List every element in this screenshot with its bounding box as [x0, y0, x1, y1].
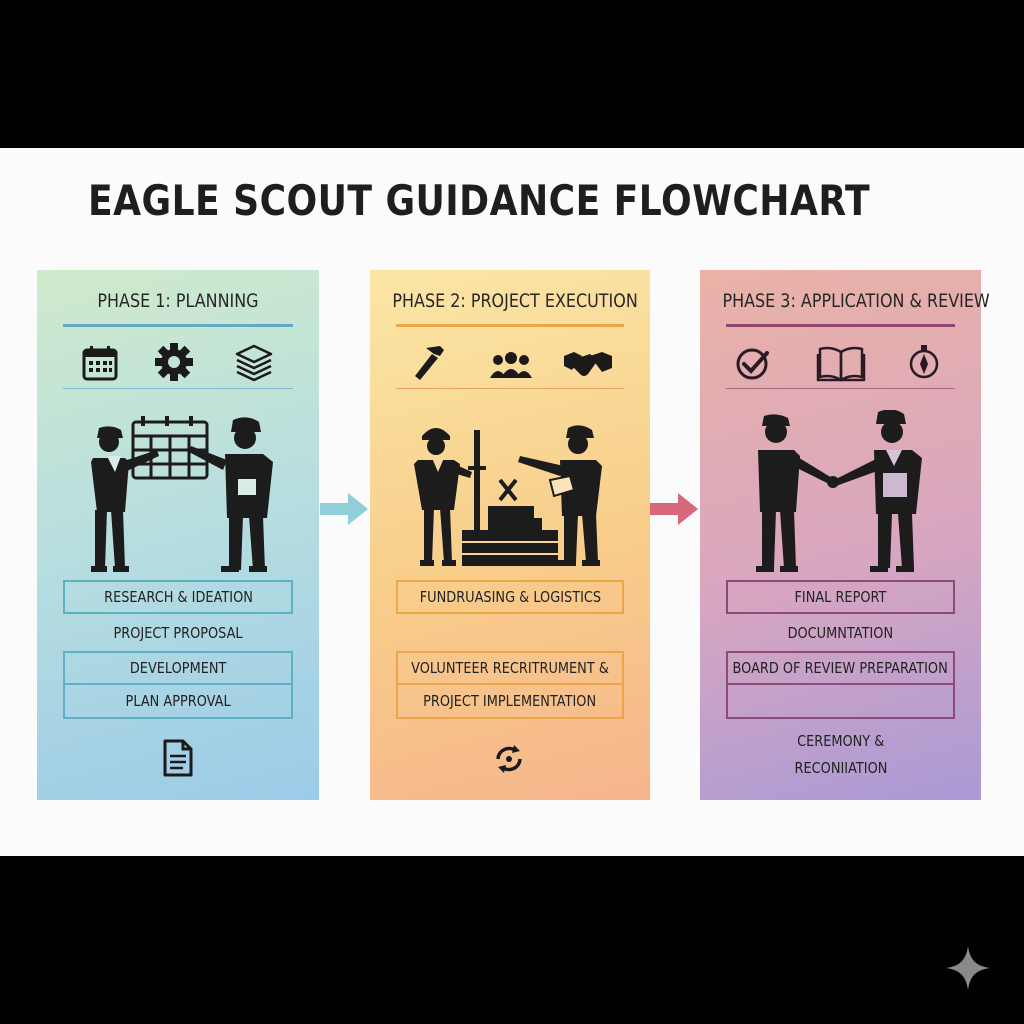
phase-2-icon-divider	[396, 388, 624, 389]
step-development: DEVELOPMENT	[63, 651, 293, 685]
document-icon	[163, 739, 193, 777]
step-empty-box	[726, 685, 955, 719]
step-label: DEVELOPMENT	[129, 659, 227, 677]
phase-3-panel: PHASE 3: APPLICATION & REVIEW	[700, 270, 990, 800]
step-volunteer-recruitment: VOLUNTEER RECRITRUMENT &	[396, 651, 624, 685]
step-fundraising-logistics: FUNDRUASING & LOGISTICS	[396, 580, 624, 614]
step-research-ideation: RESEARCH & IDEATION	[63, 580, 293, 614]
step-label: RECONIIATION	[794, 759, 887, 777]
page-title: EAGLE SCOUT GUIDANCE FLOWCHART	[88, 176, 871, 225]
flow-arrow-2	[650, 493, 698, 525]
phase-1-divider	[63, 324, 293, 327]
step-documentation: DOCUMNTATION	[726, 616, 955, 650]
flow-arrow-1	[320, 493, 368, 525]
step-label: VOLUNTEER RECRITRUMENT &	[411, 659, 609, 677]
step-label: BOARD OF REVIEW PREPARATION	[732, 659, 949, 677]
gear-icon	[155, 343, 193, 381]
phase-2-panel: PHASE 2: PROJECT EXECUTION	[370, 270, 650, 800]
phase-3-icon-divider	[726, 388, 955, 389]
step-label: RESEARCH & IDEATION	[103, 588, 253, 606]
layers-icon	[235, 344, 273, 382]
planning-illustration	[91, 416, 273, 572]
phase-2-title: PHASE 2: PROJECT EXECUTION	[392, 290, 638, 312]
step-board-review-prep: BOARD OF REVIEW PREPARATION	[726, 651, 955, 685]
phase-1-icon-divider	[63, 388, 293, 389]
step-label: PROJECT IMPLEMENTATION	[423, 692, 597, 710]
step-project-implementation: PROJECT IMPLEMENTATION	[396, 685, 624, 719]
hammer-icon	[415, 346, 444, 380]
sparkle-icon	[946, 946, 990, 990]
step-label: PLAN APPROVAL	[125, 692, 231, 710]
execution-illustration	[414, 425, 602, 566]
step-ceremony: CEREMONY & RECONIIATION	[700, 728, 981, 782]
step-label: DOCUMNTATION	[787, 624, 894, 642]
step-label: FUNDRUASING & LOGISTICS	[419, 588, 601, 606]
cycle-icon	[496, 745, 522, 773]
step-final-report: FINAL REPORT	[726, 580, 955, 614]
phase-2-divider	[396, 324, 624, 327]
handshake-icon	[564, 352, 612, 376]
step-label: PROJECT PROPOSAL	[113, 624, 243, 642]
check-circle-icon	[736, 348, 769, 380]
flowchart-canvas: EAGLE SCOUT GUIDANCE FLOWCHART PHASE 1: …	[0, 148, 1024, 856]
phase-1-title: PHASE 1: PLANNING	[97, 290, 259, 312]
step-label: FINAL REPORT	[794, 588, 887, 606]
team-icon	[490, 352, 532, 378]
calendar-icon	[82, 346, 118, 381]
compass-icon	[909, 345, 939, 379]
review-illustration	[756, 410, 922, 572]
phase-3-divider	[726, 324, 955, 327]
step-label: CEREMONY &	[796, 732, 885, 750]
book-icon	[816, 346, 866, 382]
step-project-proposal: PROJECT PROPOSAL	[63, 616, 293, 650]
step-plan-approval: PLAN APPROVAL	[63, 685, 293, 719]
phase-3-title: PHASE 3: APPLICATION & REVIEW	[722, 290, 990, 312]
phase-1-panel: PHASE 1: PLANNING	[37, 270, 319, 800]
